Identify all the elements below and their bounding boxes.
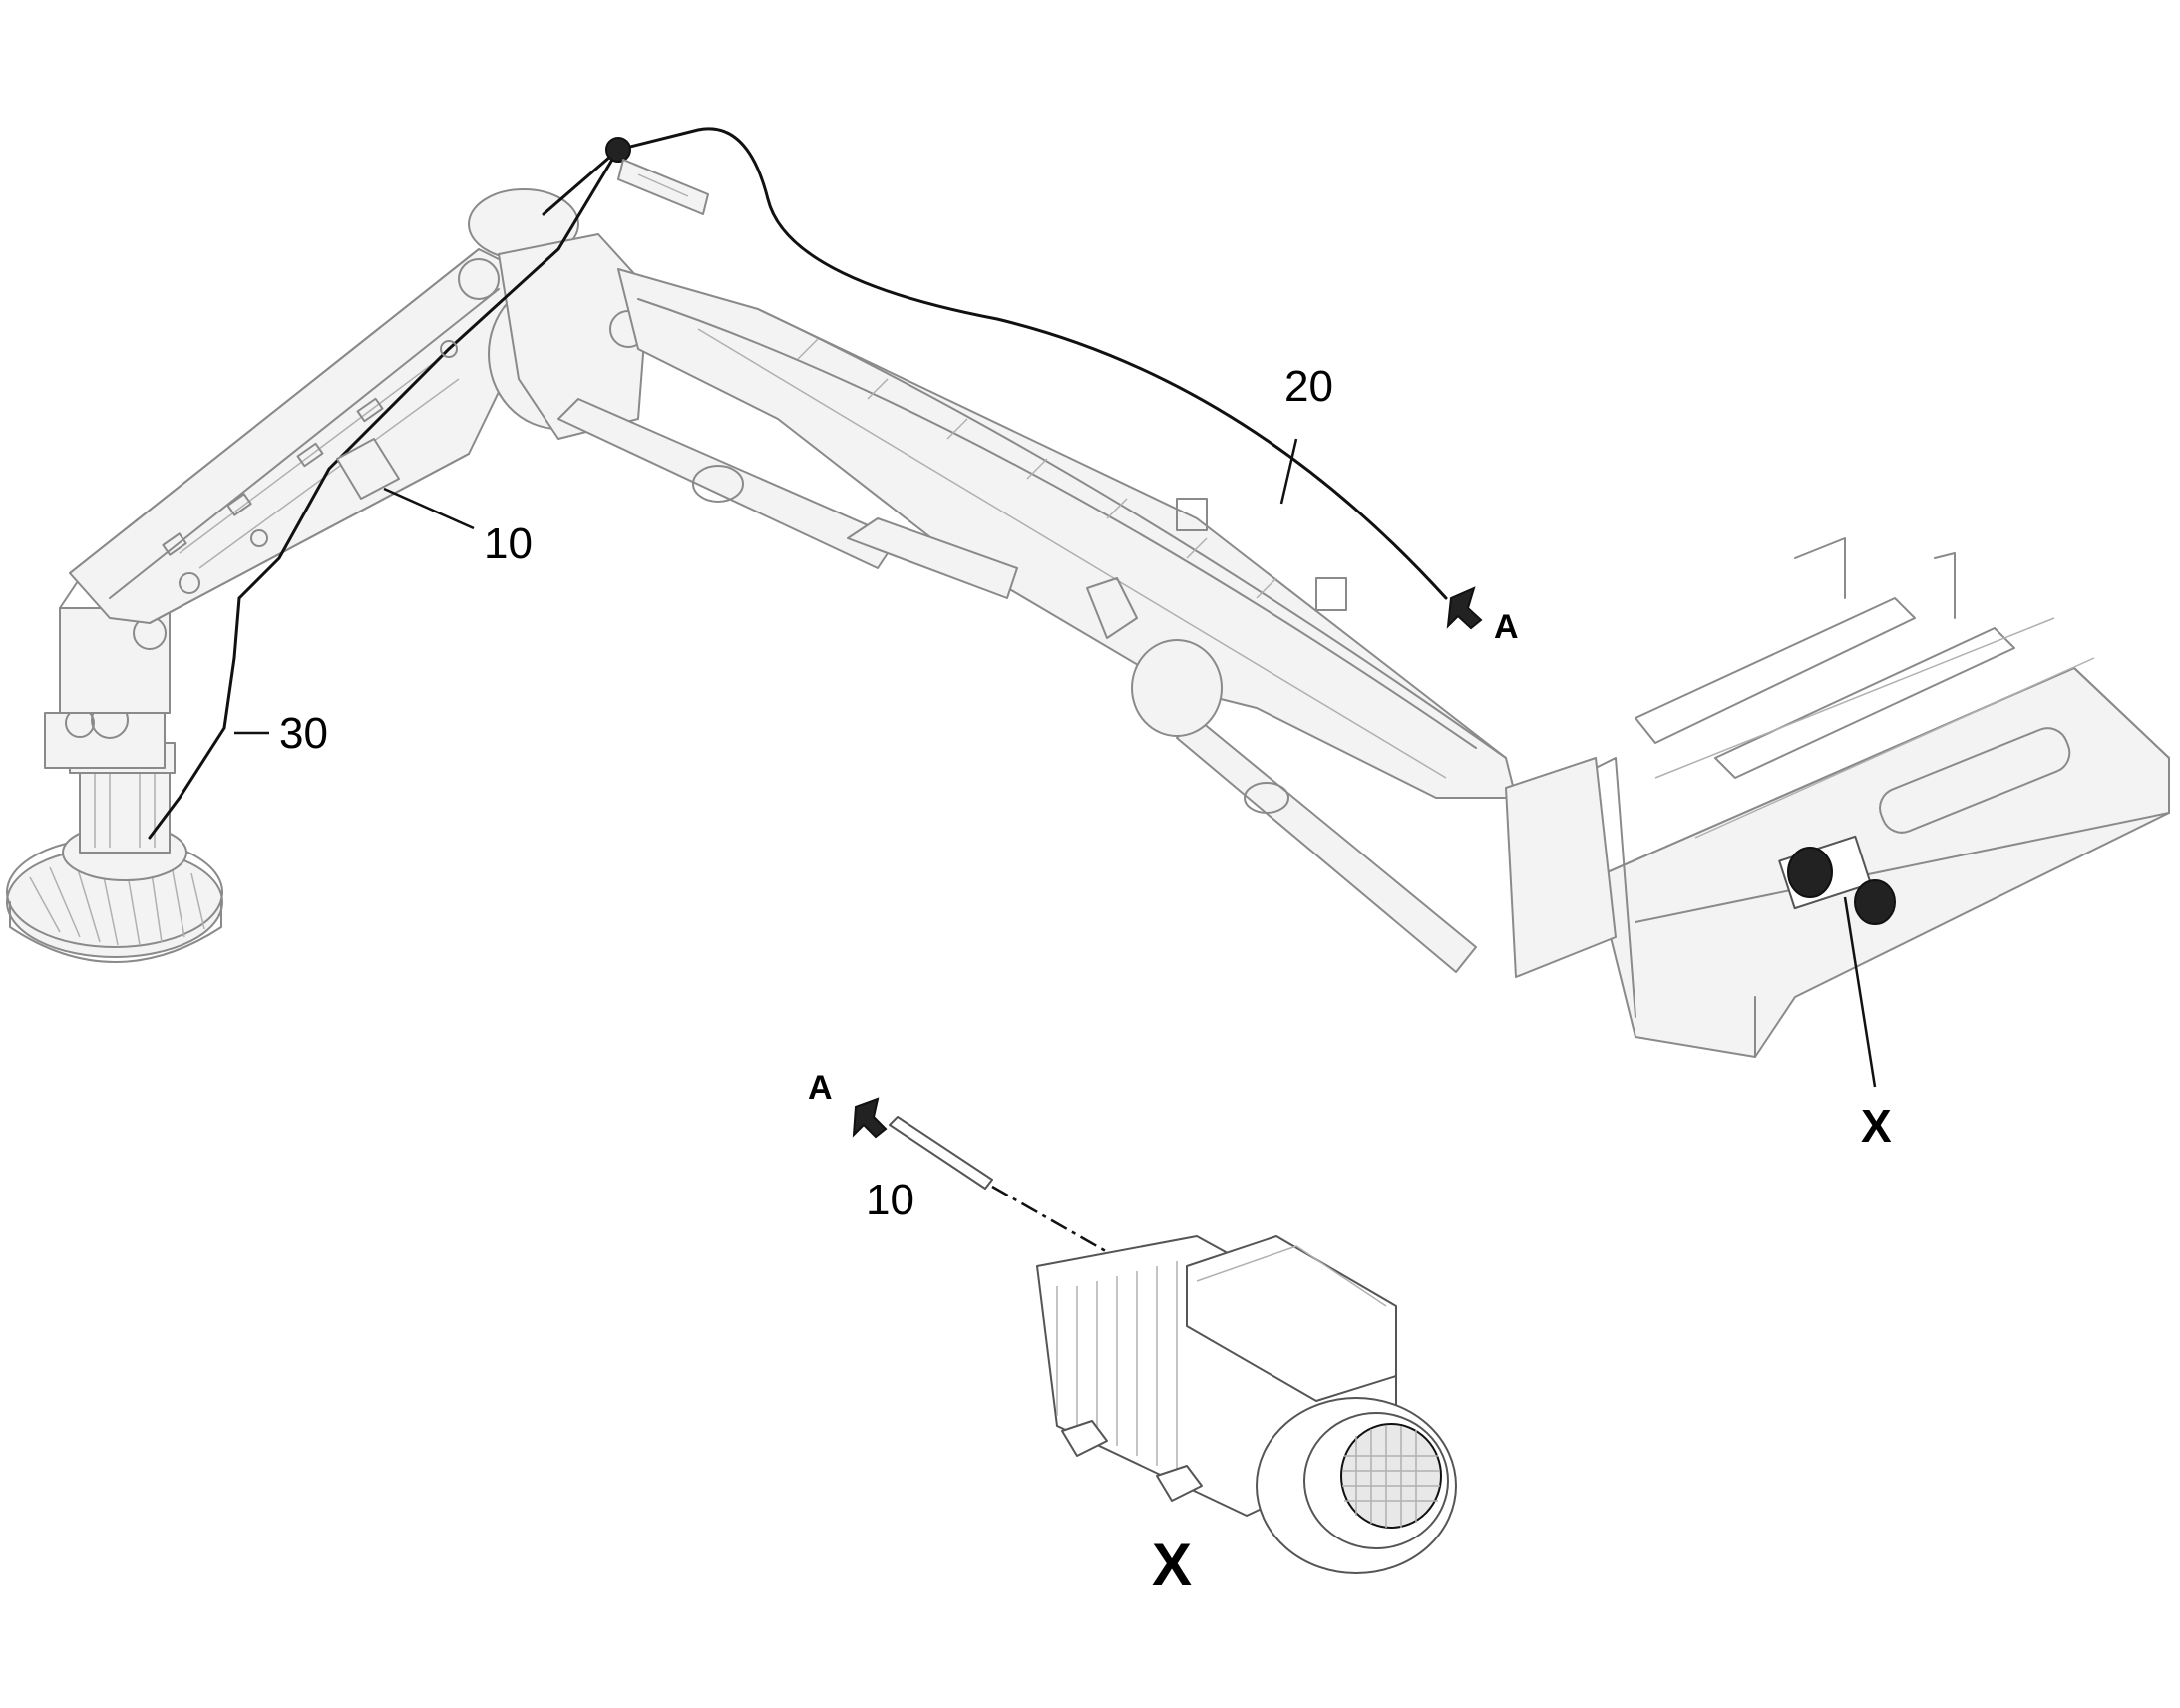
- cables: [148, 127, 1448, 840]
- callout-detail-10: 10: [866, 1176, 914, 1224]
- outer-boom: [617, 268, 1517, 799]
- arrow-a-top: [1446, 586, 1483, 630]
- inner-boom: [69, 248, 545, 624]
- cable-upper-run: [237, 148, 620, 600]
- callout-20: 20: [1284, 362, 1333, 411]
- detail-x: [852, 1097, 1457, 1574]
- motor-large: [1036, 1235, 1457, 1574]
- leader-x-small: [1843, 896, 1877, 1088]
- arrow-a-top-label: A: [1494, 608, 1519, 646]
- slewing-base: [6, 562, 223, 963]
- cable-20: [542, 127, 1448, 600]
- arrow-a-detail: [852, 1097, 888, 1139]
- detail-ref-x-small: X: [1861, 1100, 1892, 1152]
- detail-part-10: [889, 1116, 993, 1190]
- callout-labels: 20 10 30 A A 10 X X: [279, 362, 1892, 1598]
- leader-lines: [234, 438, 1877, 1088]
- motor-small: [1778, 835, 1896, 925]
- hydraulic-cylinders: [557, 398, 1477, 973]
- chassis-frame: [1505, 537, 2170, 1058]
- callout-10: 10: [484, 519, 533, 568]
- callout-30: 30: [279, 709, 328, 758]
- leader-20: [1279, 438, 1298, 505]
- detail-ref-x-large: X: [1152, 1532, 1192, 1598]
- leader-10: [383, 487, 475, 530]
- top-bracket: [617, 159, 709, 215]
- plate-10: [336, 438, 400, 500]
- cable-30: [148, 596, 241, 840]
- arrow-a-detail-label: A: [808, 1069, 833, 1107]
